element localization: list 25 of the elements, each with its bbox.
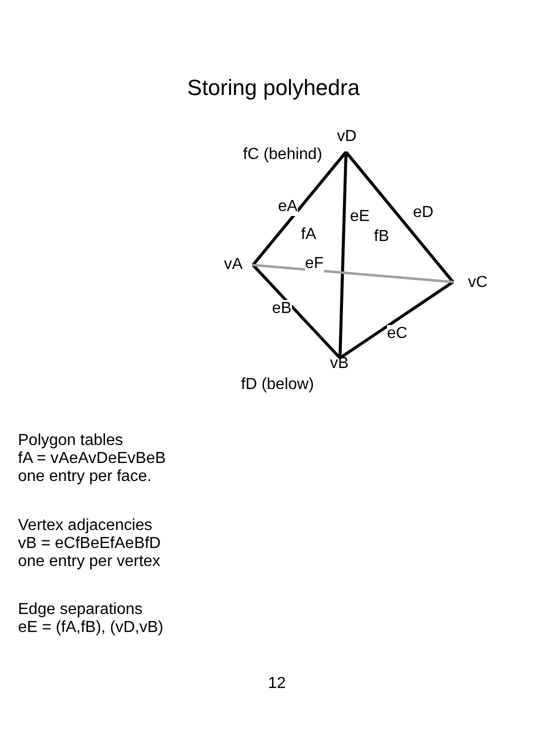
heading: Vertex adjacencies: [18, 517, 152, 535]
vertex-label: vD: [337, 128, 357, 146]
vertex-label: vC: [468, 274, 488, 292]
formula: vB = eCfBeEfAeBfD: [18, 535, 161, 553]
page-number: 12: [268, 675, 286, 693]
face-label: fC (behind): [243, 146, 322, 164]
formula: eE = (fA,fB), (vD,vB): [18, 619, 164, 637]
polyhedron-edge: [344, 151, 454, 283]
polyhedron-edge: [252, 151, 348, 266]
note: one entry per vertex: [18, 553, 160, 571]
polyhedron-edge: [339, 280, 454, 360]
heading: Edge separations: [18, 601, 143, 619]
edge-label: eF: [305, 255, 324, 273]
note: one entry per face.: [18, 468, 152, 486]
face-label: fA: [301, 226, 316, 244]
edge-label: eA: [278, 198, 298, 216]
polyhedron-edge: [252, 264, 454, 284]
polyhedron-edge: [252, 264, 342, 360]
vertex-label: vA: [224, 256, 243, 274]
polyhedron-edge: [338, 152, 348, 358]
face-label: fB: [374, 228, 390, 246]
heading: Polygon tables: [18, 432, 123, 450]
face-label: fD (below): [241, 376, 314, 394]
title: Storing polyhedra: [186, 76, 361, 100]
formula: fA = vAeAvDeEvBeB: [18, 450, 166, 468]
